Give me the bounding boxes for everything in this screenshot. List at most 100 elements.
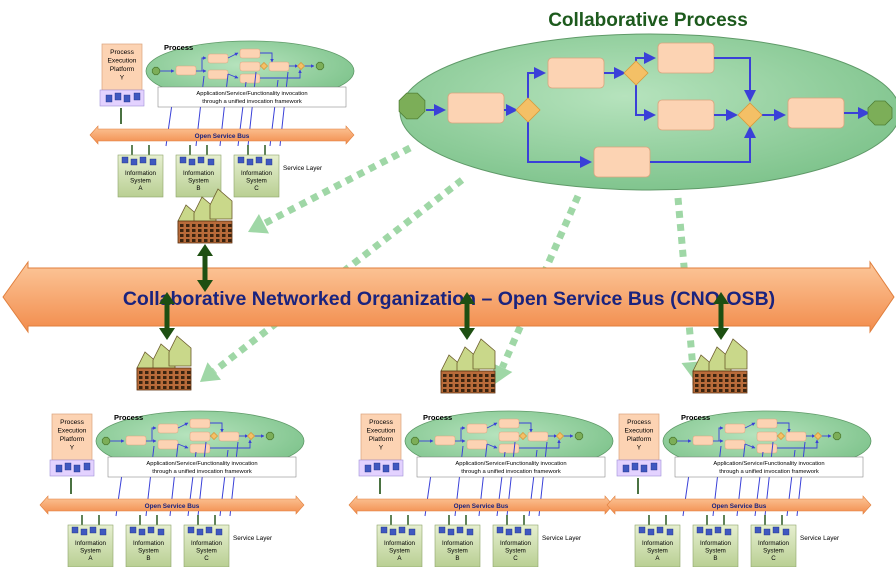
component-icon: [647, 528, 655, 536]
platform-label: Y: [379, 445, 384, 452]
start-event: [398, 92, 426, 120]
factory-window: [151, 376, 155, 379]
mini-task-box: [189, 443, 211, 454]
information-system-label: Information: [642, 540, 674, 547]
factory-window: [485, 384, 489, 387]
mini-flow: [718, 426, 724, 441]
platform-label: Y: [637, 445, 642, 452]
factory-window: [455, 379, 459, 382]
factory-window: [181, 371, 185, 374]
mini-flow: [777, 439, 819, 449]
platform-label: Execution: [367, 428, 396, 435]
information-system-label: Information: [700, 540, 732, 547]
mini-flow: [260, 52, 274, 63]
open-service-bus: [89, 125, 355, 145]
invocation-label: through a unified invocation framework: [152, 469, 252, 475]
factory-window: [198, 234, 202, 237]
component-icon: [196, 528, 204, 536]
factory-window: [461, 389, 465, 392]
factory-window: [485, 374, 489, 377]
factory-window: [180, 239, 184, 242]
link-arrow-head: [159, 292, 175, 304]
factory-window: [216, 229, 220, 232]
factory-window: [145, 386, 149, 389]
open-service-bus-label: Open Service Bus: [145, 503, 200, 510]
mini-flow: [519, 422, 533, 433]
mini-flow: [227, 73, 239, 79]
component-icon: [71, 526, 79, 534]
information-system-label: A: [655, 555, 660, 562]
mini-flow: [744, 422, 756, 429]
platform-label: Y: [120, 75, 125, 82]
process-label: Process: [114, 413, 143, 422]
mini-flow: [519, 439, 561, 449]
component-icon: [147, 526, 155, 534]
factory-window: [473, 389, 477, 392]
factory-window: [479, 374, 483, 377]
mini-task-box: [756, 431, 778, 442]
factory-window: [713, 389, 717, 392]
factory-window: [181, 381, 185, 384]
factory-window: [701, 374, 705, 377]
factory-window: [725, 389, 729, 392]
mini-flow: [744, 443, 756, 449]
service-layer-label: Service Layer: [542, 535, 582, 542]
factory-window: [187, 386, 191, 389]
component-icon: [524, 528, 532, 536]
enterprise-block: ProcessProcessExecutionPlatformYApplicat…: [606, 410, 872, 567]
information-system-label: Information: [241, 170, 273, 177]
information-system-label: C: [254, 185, 259, 192]
invocation-label: Application/Service/Functionality invoca…: [196, 91, 307, 97]
factory-icon: [692, 338, 748, 394]
information-system-label: C: [204, 555, 209, 562]
mini-flow: [460, 426, 466, 441]
factory-window: [485, 379, 489, 382]
invocation-box: [416, 456, 606, 478]
mini-start-event: [101, 436, 111, 446]
factory-window: [737, 374, 741, 377]
mini-task-box: [125, 435, 147, 446]
invocation-box: [674, 456, 864, 478]
factory-window: [731, 384, 735, 387]
information-system-label: B: [455, 555, 459, 562]
factory-window: [204, 239, 208, 242]
process-task-box: [547, 57, 605, 89]
component-icon: [650, 462, 658, 471]
mini-end-event: [574, 431, 584, 441]
link-arrow-head: [459, 292, 475, 304]
component-icon: [754, 526, 762, 534]
information-system-label: Information: [500, 540, 532, 547]
invocation-box: [157, 86, 347, 108]
factory-window: [719, 374, 723, 377]
component-icon: [622, 464, 630, 473]
mini-flow: [210, 422, 224, 433]
factory-window: [163, 386, 167, 389]
factory-window: [713, 384, 717, 387]
factory-window: [145, 371, 149, 374]
component-icon: [505, 528, 513, 536]
link-arrow-head: [713, 292, 729, 304]
end-event: [867, 100, 893, 126]
component-icon: [121, 156, 129, 164]
mini-task-box: [527, 431, 549, 442]
factory-window: [157, 376, 161, 379]
mini-start-event: [151, 66, 161, 76]
factory-window: [461, 384, 465, 387]
dashed-arrow-head: [492, 363, 513, 384]
information-system-label: System: [647, 548, 668, 555]
factory-window: [163, 381, 167, 384]
invocation-label: through a unified invocation framework: [719, 469, 819, 475]
factory-window: [743, 379, 747, 382]
factory-icon: [136, 335, 192, 391]
service-layer-label: Service Layer: [233, 535, 273, 542]
component-icon: [496, 526, 504, 534]
information-system-label: A: [397, 555, 402, 562]
information-system-label: Information: [384, 540, 416, 547]
component-icon: [149, 158, 157, 166]
information-system-label: System: [188, 178, 209, 185]
factory-window: [151, 371, 155, 374]
factory-roof: [724, 338, 748, 370]
information-system-label: Information: [758, 540, 790, 547]
component-icon: [631, 462, 639, 471]
component-icon: [714, 526, 722, 534]
